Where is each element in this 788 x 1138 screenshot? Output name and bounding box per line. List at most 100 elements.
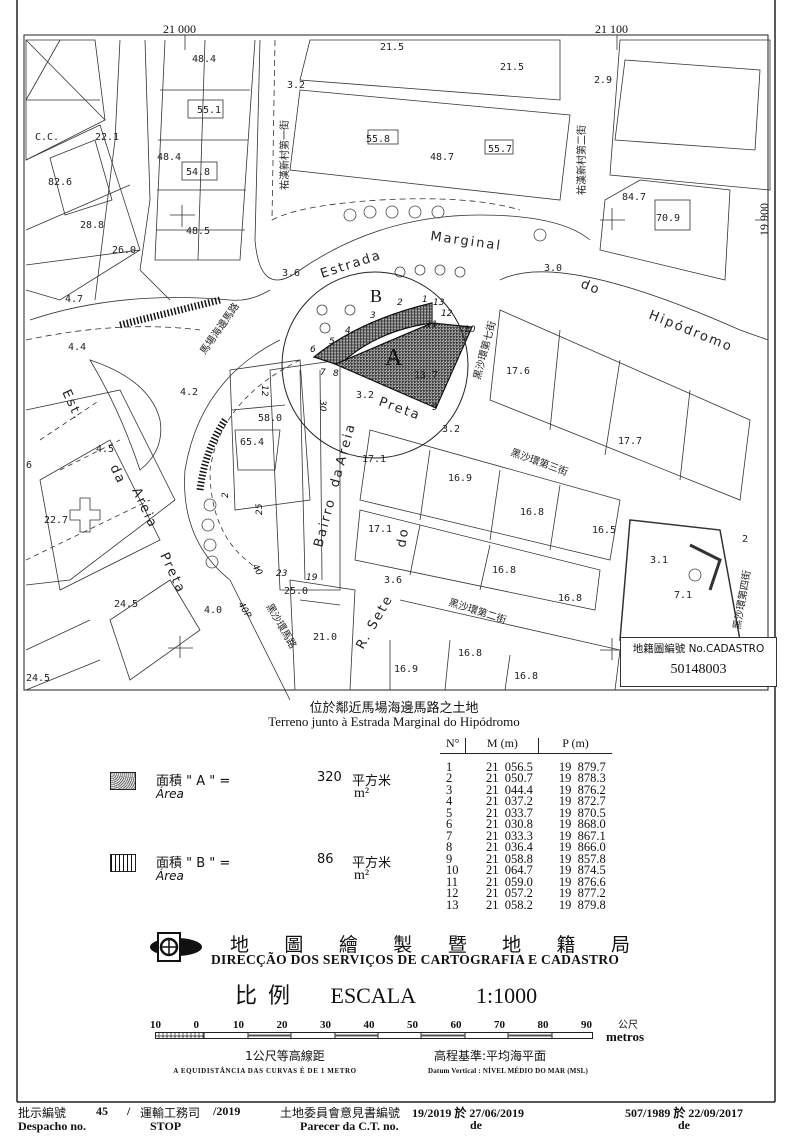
table-cell: 21 057.2 [485,886,533,900]
street-name: do [394,526,412,549]
map-value-label: 16.5 [592,525,616,536]
agency-char: 繪 [338,934,358,956]
table-cell: 2 [446,771,453,785]
map-value-label: 22.7 [44,515,68,526]
parcel-point-label: 8 [333,369,339,379]
parcel-point-label: 3 [370,311,376,321]
street-name: Hipódromo [647,308,736,355]
legend-label: 面積 " A " = [156,774,231,789]
table-cell: 1 [446,759,453,774]
agency-char: 地 [230,934,250,956]
parcel-point-label: 5 [329,337,335,347]
map-value-label: 16.8 [520,507,544,518]
parcel-point-label: 7 [320,368,326,378]
map-value-label: 16.8 [458,648,482,659]
map-value-label: 16.9 [394,664,418,675]
map-value-label: 17.1 [362,454,386,465]
area-a-value: 320 [317,770,342,785]
table-cell: 5 [446,805,453,820]
map-value-label: 55.1 [197,105,221,116]
department-pt: STOP [150,1119,182,1133]
table-cell: 21 056.5 [485,759,533,774]
table-cell: 19 868.0 [558,817,606,831]
parcel-point-label: 1 [422,295,428,305]
parcel-point-label: 2 [397,298,403,308]
building-number: 19 [306,573,318,583]
scale-tick: 50 [407,1019,418,1031]
cadastro-label: 地籍圖編號 No.CADASTRO [632,643,765,655]
agency-logo [150,932,202,962]
title-portuguese: Terreno junto à Estrada Marginal do Hipó… [268,714,520,729]
scale-ratio: 1:1000 [476,983,538,1008]
parcel-point-label: 4 [345,326,351,336]
map-value-label: 4.0 [204,605,222,616]
de-label: de [678,1118,690,1132]
reference-number: 507/1989 於 22/09/2017 [625,1106,744,1120]
despacho-zh: 批示編號 [18,1106,67,1120]
hatched-swatch [110,854,136,872]
map-value-label: 48.4 [192,54,216,65]
map-value-label: 17.6 [506,366,530,377]
table-cell: 19 877.2 [558,886,606,900]
unit-metros: metros [606,1029,645,1044]
street-name: Preta [156,550,188,596]
street-name-zh: 黑沙環第二街 [447,595,508,626]
table-cell: 4 [446,794,453,808]
table-cell: 19 866.0 [558,840,606,854]
parcel-b[interactable] [312,302,433,365]
street-name-zh: 黑沙環第四街 [730,569,753,630]
map-value-label: 24.5 [114,599,138,610]
department-zh: 運輸工務司 [140,1106,201,1120]
legend-label: 面積 " B " = [156,856,231,871]
contour-note-zh: 1公尺等高線距 [245,1049,325,1063]
table-cell: 21 037.2 [485,794,533,808]
building-number: 12 [259,385,269,397]
grid-label: 21 000 [163,22,196,36]
building-number: 2 [221,492,231,498]
column-header: M (m) [465,737,540,754]
map-value-label: C.C. [35,132,59,143]
map-value-label: 3.1 [650,555,668,566]
street-name: Est. [58,387,85,423]
table-cell: 21 058.8 [485,851,533,866]
scale-tick: 90 [581,1019,592,1031]
table-cell: 21 033.3 [485,828,533,843]
grid-label: 19 900 [757,203,771,236]
table-cell: 7 [446,828,453,843]
map-value-label: 82.6 [48,177,72,188]
map-value-label: 3.6 [384,575,402,586]
map-value-label: 54.8 [186,167,210,178]
unit: m² [354,868,370,883]
scale-tick: 80 [537,1019,549,1031]
table-cell: 21 036.4 [485,840,533,854]
table-cell: 19 874.5 [558,863,606,877]
map-value-label: 21.0 [313,632,337,643]
map-value-label: 3.2 [287,80,305,91]
map-value-label: 21.5 [380,42,404,53]
agency-char: 圖 [284,934,304,956]
legend-label-pt: Área [156,869,184,883]
column-header: N° [440,737,467,754]
cadastral-map[interactable] [23,34,771,701]
scale-tick: 60 [450,1019,462,1031]
map-value-label: 48.7 [430,152,454,163]
street-name-zh: 祐漢新村第二街 [575,125,588,195]
parcel-point-label: 11 [426,320,437,330]
table-cell: 10 [446,863,459,877]
agency-name-zh: 地圖繪製暨地籍局 [230,930,630,957]
map-value-label: 21.5 [500,62,524,73]
table-cell: 13 [446,897,459,912]
table-cell: 19 857.8 [558,851,606,866]
parcel-point-label: 12 [441,309,453,319]
table-cell: 19 876.2 [558,782,606,797]
map-value-label: 65.4 [240,437,264,448]
map-value-label: 48.4 [157,152,181,163]
map-value-label: 2.9 [594,75,612,86]
table-cell: 19 879.7 [558,759,606,774]
map-value-label: 4.2 [180,387,198,398]
table-cell: 8 [446,840,453,854]
table-cell: 19 870.5 [558,805,606,820]
